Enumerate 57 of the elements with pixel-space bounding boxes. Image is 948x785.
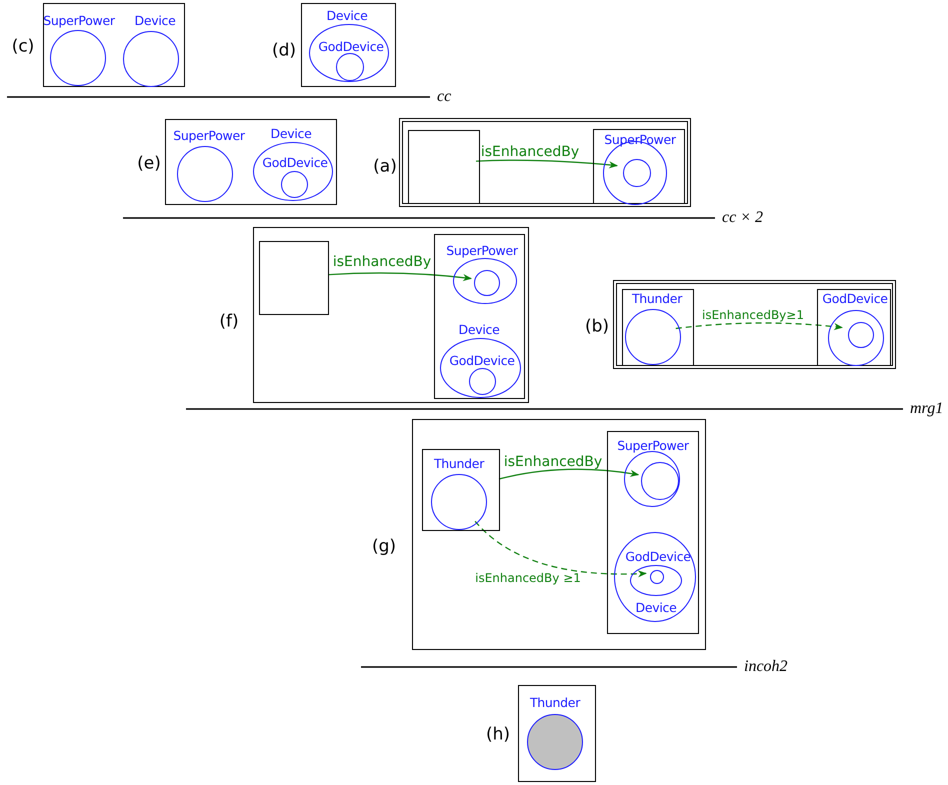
panel-label: (g)	[372, 538, 396, 556]
curve-label: GodDevice	[318, 40, 384, 54]
rectangle-box	[607, 431, 699, 634]
panel-label: (d)	[272, 42, 296, 60]
circle-curve	[828, 310, 884, 366]
circle-curve	[641, 462, 679, 500]
curve-label: Thunder	[434, 457, 484, 471]
ellipse-curve	[614, 532, 696, 622]
edge-label: isEnhancedBy ≥1	[475, 570, 581, 586]
circle-curve	[474, 270, 500, 296]
rectangle-box	[434, 234, 525, 399]
edge-label: isEnhancedBy	[332, 254, 432, 270]
curve-label: Device	[636, 601, 676, 615]
curve-label: SuperPower	[617, 439, 689, 453]
rule-name: cc	[437, 88, 452, 106]
panel-label: (h)	[486, 726, 510, 744]
curve-label: SuperPower	[43, 14, 115, 28]
curve-label: Device	[134, 14, 176, 28]
edge-label: isEnhancedBy≥1	[702, 307, 804, 323]
curve-label: GodDevice	[449, 354, 515, 368]
edge-label: isEnhancedBy	[480, 144, 580, 160]
circle-curve	[848, 322, 874, 348]
panel-label: (b)	[584, 318, 610, 336]
rectangle-box	[259, 241, 329, 315]
curve-label: Thunder	[632, 292, 682, 306]
arrow	[676, 322, 843, 330]
panel-label: (e)	[137, 154, 161, 174]
circle-curve	[431, 474, 487, 530]
circle-curve	[650, 570, 664, 584]
panel-label: (f)	[219, 312, 239, 332]
curve-label: Device	[458, 323, 500, 337]
circle-curve	[623, 159, 651, 187]
rectangle-box	[593, 129, 685, 204]
curve-label: Device	[270, 127, 312, 141]
rectangle-box	[408, 130, 480, 204]
curve-label: SuperPower	[446, 244, 518, 258]
curve-label: GodDevice	[262, 156, 328, 170]
curve-label: SuperPower	[173, 129, 245, 143]
rule-name: cc × 2	[722, 209, 763, 227]
rectangle-box	[817, 289, 891, 366]
panel-label: (a)	[373, 158, 397, 176]
curve-label: GodDevice	[822, 292, 888, 306]
rectangle-box	[422, 449, 500, 531]
curve-label: SuperPower	[604, 133, 676, 147]
arrow	[476, 160, 618, 168]
circle-curve	[625, 309, 681, 365]
rule-name: incoh2	[744, 658, 788, 676]
panel-label: (c)	[12, 38, 34, 56]
rectangle-box	[622, 289, 694, 366]
curve-label: Thunder	[530, 696, 580, 710]
edge-label: isEnhancedBy	[504, 454, 602, 470]
curve-label: Device	[326, 9, 368, 23]
curve-label: GodDevice	[625, 550, 691, 564]
arrow	[474, 520, 647, 578]
arrow	[328, 272, 472, 282]
rule-name: mrg1	[910, 400, 944, 418]
arrow	[498, 468, 640, 480]
